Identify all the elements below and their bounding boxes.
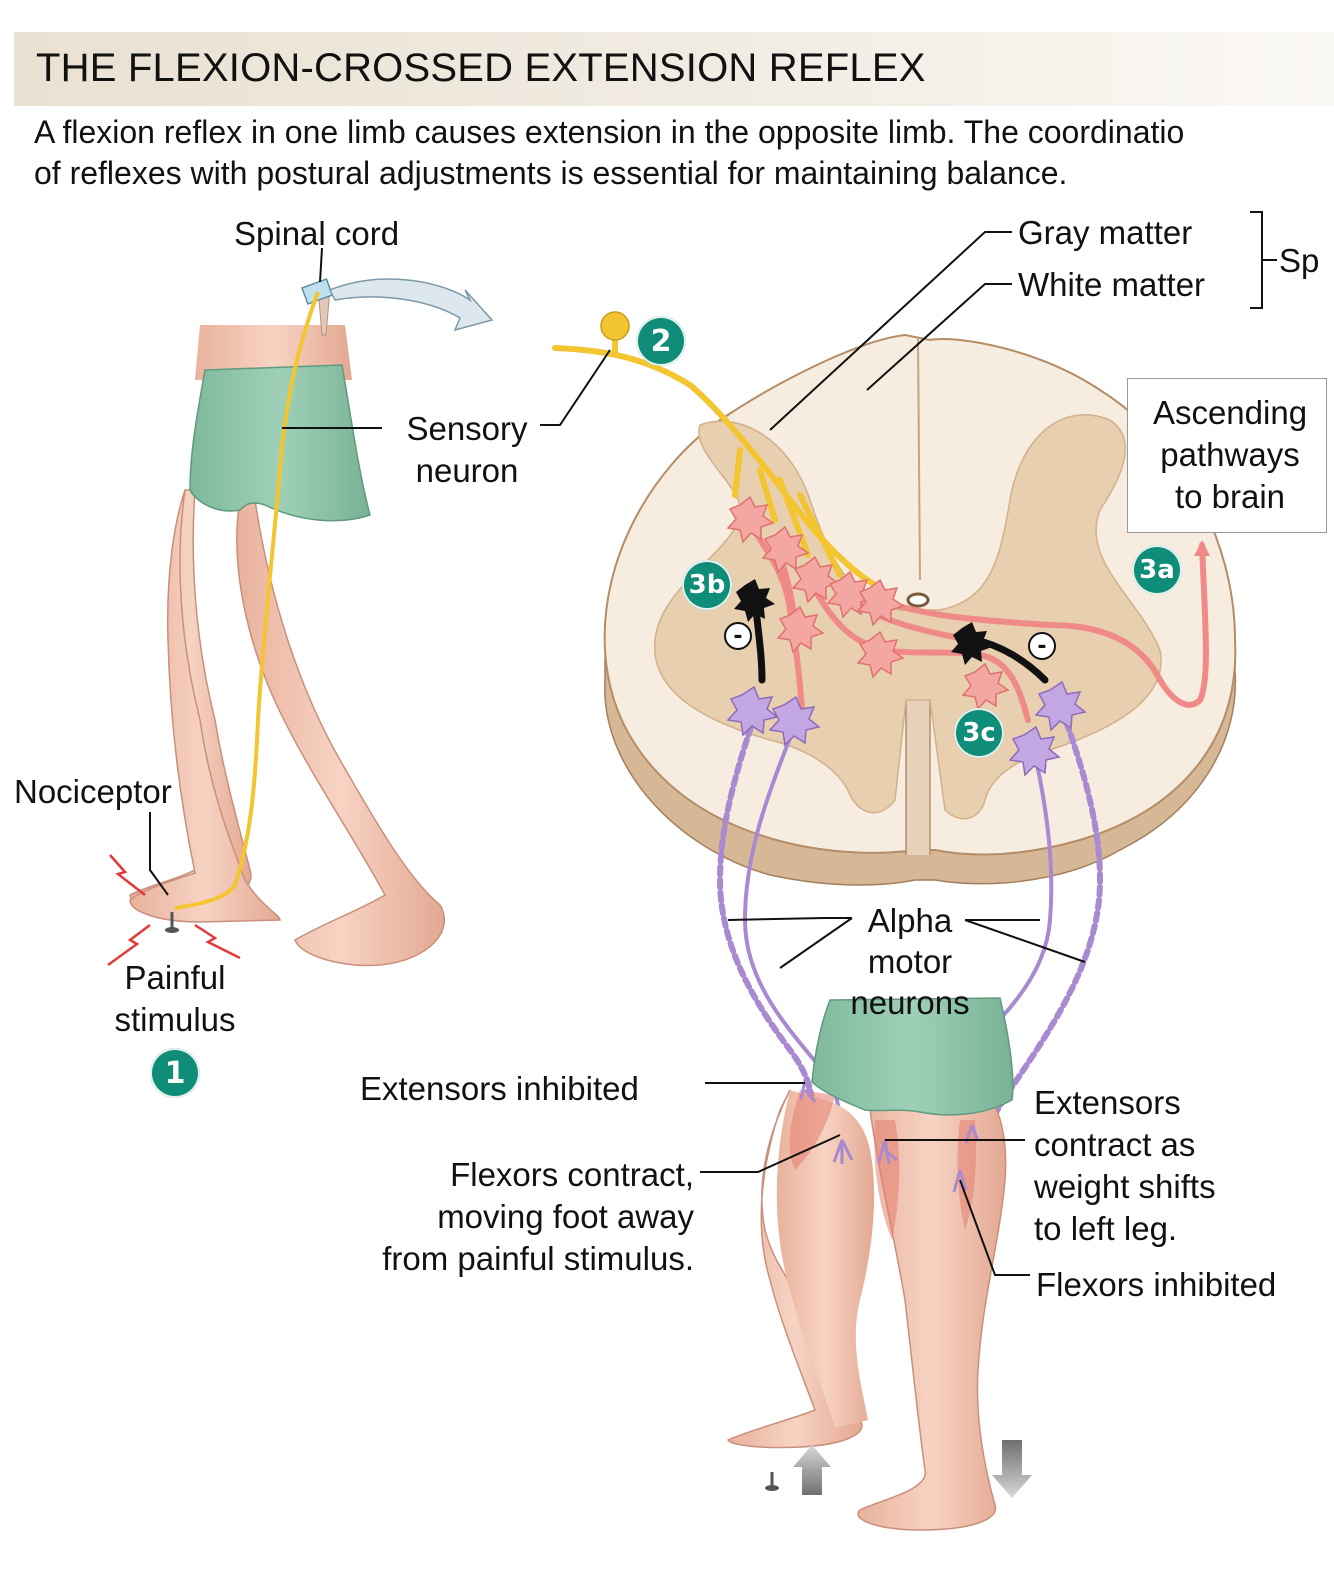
right-leader-lines bbox=[540, 211, 1277, 1276]
label-painful-line-2: stimulus bbox=[114, 1001, 236, 1038]
step-3c-badge: 3c bbox=[954, 708, 1004, 758]
label-sensory-neuron: Sensory neuron bbox=[398, 408, 536, 492]
label-sensory-neuron-line-1: Sensory bbox=[406, 410, 528, 447]
step-1-badge: 1 bbox=[150, 1048, 200, 1098]
central-canal bbox=[906, 592, 930, 608]
step-2-badge: 2 bbox=[636, 316, 686, 366]
label-extensors-contract-line-4: to left leg. bbox=[1034, 1210, 1178, 1247]
step-3b-badge: 3b bbox=[682, 560, 732, 610]
label-alpha-line-1: Alpha bbox=[867, 902, 953, 939]
ascending-pathways-box bbox=[1127, 378, 1327, 533]
bottom-shorts bbox=[811, 997, 1014, 1116]
spinal-cord-section-marker bbox=[301, 278, 334, 305]
motor-neuron-bodies bbox=[726, 680, 1087, 777]
label-ascending-line-3: to brain bbox=[1174, 478, 1286, 515]
subtitle-line-1: A flexion reflex in one limb causes exte… bbox=[34, 114, 1185, 150]
lift-up-arrow bbox=[793, 1445, 831, 1495]
subtitle-line-2: of reflexes with postural adjustments is… bbox=[34, 155, 1068, 191]
left-shorts bbox=[189, 364, 371, 522]
label-nociceptor: Nociceptor bbox=[14, 773, 172, 810]
inhibitory-minus-left: - bbox=[724, 622, 752, 650]
inhibitory-interneurons bbox=[734, 579, 1049, 684]
title-bar bbox=[14, 32, 1334, 106]
label-alpha-motor-neurons: Alpha motor neurons bbox=[835, 900, 985, 1023]
sensory-cell-body bbox=[600, 311, 630, 341]
inhibitory-minus-right: - bbox=[1028, 632, 1056, 660]
bottom-figure bbox=[727, 997, 1032, 1531]
label-ascending-line-2: pathways bbox=[1160, 436, 1300, 473]
label-alpha-line-3: neurons bbox=[850, 984, 970, 1021]
label-alpha-line-2: motor bbox=[867, 943, 953, 980]
label-spinal-cord: Spinal cord bbox=[234, 215, 400, 252]
label-flexors-contract-line-1: Flexors contract, bbox=[450, 1156, 694, 1193]
label-painful-line-1: Painful bbox=[124, 959, 226, 996]
page-title: THE FLEXION-CROSSED EXTENSION REFLEX bbox=[36, 46, 926, 90]
pain-bolts bbox=[107, 854, 241, 967]
left-leader-lines bbox=[149, 247, 382, 896]
ascending-arrowhead bbox=[1194, 540, 1210, 556]
label-spinal-bracket: Sp bbox=[1279, 242, 1320, 279]
label-flexors-contract-line-2: moving foot away bbox=[437, 1198, 694, 1235]
label-flexors-inhibited: Flexors inhibited bbox=[1036, 1266, 1277, 1303]
step-3a-badge: 3a bbox=[1132, 545, 1182, 595]
page-subtitle: A flexion reflex in one limb causes exte… bbox=[34, 112, 1334, 194]
weight-down-arrow bbox=[992, 1440, 1032, 1498]
label-white-matter: White matter bbox=[1018, 266, 1206, 303]
label-extensors-contract-line-2: contract as bbox=[1034, 1126, 1196, 1163]
label-gray-matter: Gray matter bbox=[1018, 214, 1193, 251]
left-figure bbox=[107, 278, 494, 967]
label-flexors-contract: Flexors contract, moving foot away from … bbox=[330, 1154, 694, 1280]
label-painful-stimulus: Painful stimulus bbox=[100, 957, 250, 1041]
sensory-neuron bbox=[552, 332, 878, 588]
zoom-arrow bbox=[328, 278, 494, 332]
label-extensors-contract-line-1: Extensors bbox=[1034, 1084, 1181, 1121]
interneuron-bodies bbox=[726, 495, 1010, 711]
label-flexors-contract-line-3: from painful stimulus. bbox=[382, 1240, 694, 1277]
label-ascending-pathways: Ascending pathways to brain bbox=[1140, 392, 1320, 518]
sensory-neuron-path bbox=[174, 291, 320, 910]
label-extensors-contract-line-3: weight shifts bbox=[1034, 1168, 1216, 1205]
label-sensory-neuron-line-2: neuron bbox=[415, 452, 519, 489]
label-extensors-contract: Extensors contract as weight shifts to l… bbox=[1034, 1082, 1216, 1250]
label-ascending-line-1: Ascending bbox=[1152, 394, 1308, 431]
left-back-leg bbox=[236, 499, 446, 967]
label-extensors-inhibited: Extensors inhibited bbox=[360, 1070, 639, 1107]
